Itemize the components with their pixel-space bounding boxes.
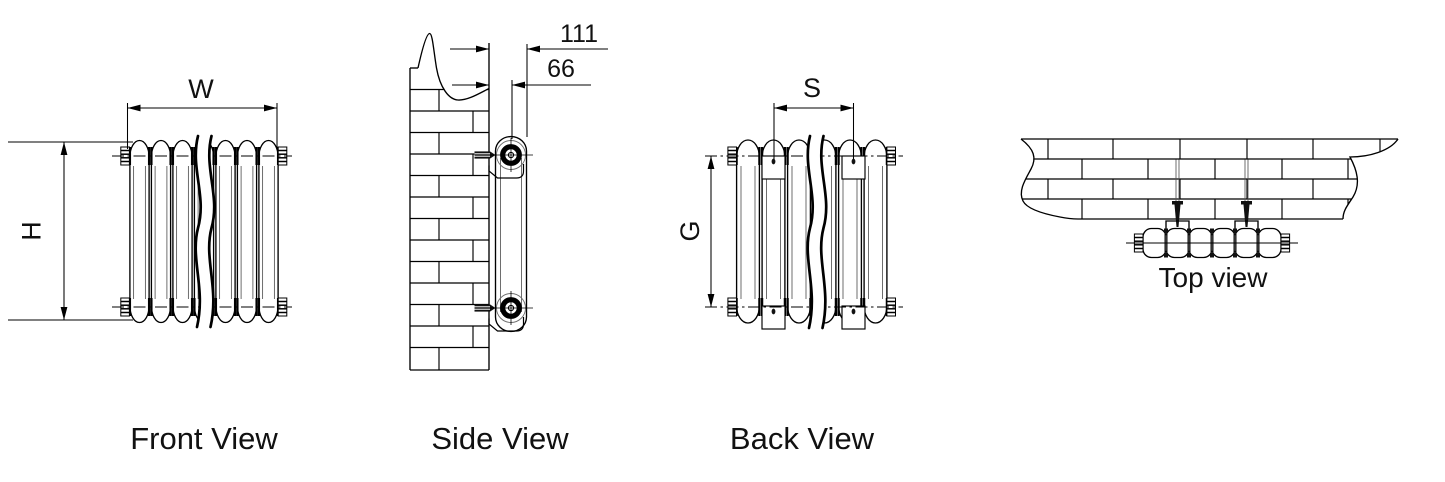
wall-broken-right-edge (1342, 138, 1399, 220)
dimension-66: 66 (452, 55, 591, 139)
dimension-h: H (8, 141, 133, 321)
dimension-h-label: H (17, 221, 47, 241)
brick-pattern (410, 68, 489, 370)
dimension-66-label: 66 (547, 55, 575, 83)
wall-break-mask (410, 30, 489, 101)
radiator-front (112, 134, 292, 329)
mounting-bracket-bottom (488, 316, 525, 332)
front-view-label: Front View (130, 421, 278, 456)
dimension-g: G (675, 156, 715, 307)
radiator-column (150, 139, 172, 324)
mount-bullseye-bottom (475, 291, 533, 325)
back-view: S G Back View (675, 73, 903, 456)
side-view-label: Side View (431, 421, 569, 456)
wall-bracket-bottom-left (761, 305, 786, 330)
wall-bracket-bottom-right (841, 305, 866, 330)
brick-wall-top (1008, 138, 1412, 220)
top-view-label: Top view (1159, 262, 1269, 293)
wall-bracket-right (1234, 220, 1259, 231)
wall-broken-left-edge (1020, 138, 1079, 220)
brick-wall-side (409, 30, 490, 371)
back-view-label: Back View (730, 421, 875, 456)
top-view: Top view (1008, 138, 1412, 293)
side-view: 111 66 Side View (409, 20, 608, 456)
radiator-column (786, 138, 812, 325)
break-symbol (194, 134, 216, 329)
wall-break-mask (1008, 139, 1078, 219)
wall-break-mask (1343, 139, 1412, 219)
wall-bracket-top-right (841, 155, 866, 180)
section-junctions (1164, 228, 1260, 258)
break-symbol (806, 134, 828, 330)
wall-broken-top-edge (417, 32, 490, 101)
dimension-111: 111 (450, 20, 608, 137)
dimension-111-label: 111 (560, 20, 598, 48)
fixing-screw-left (1172, 159, 1183, 227)
radiator-column (257, 139, 280, 324)
wall-bracket-left (1165, 220, 1190, 231)
wall-bracket-top-left (761, 155, 786, 180)
dimension-w: W (126, 74, 278, 149)
dimension-s: S (773, 73, 855, 159)
dimension-w-label: W (188, 74, 214, 104)
radiator-top (1126, 227, 1298, 259)
radiator-back (705, 134, 903, 330)
radiator-column (735, 138, 761, 325)
radiator-column (128, 139, 151, 324)
front-view: W H Front View (8, 74, 292, 456)
radiator-column (214, 139, 237, 324)
radiator-column (171, 139, 194, 324)
radiator-column (236, 139, 258, 324)
radiator-column (862, 138, 889, 325)
mounting-bracket-top (488, 163, 525, 179)
brick-pattern (1022, 139, 1397, 219)
dimension-s-label: S (803, 73, 821, 103)
dimension-g-label: G (675, 220, 705, 241)
